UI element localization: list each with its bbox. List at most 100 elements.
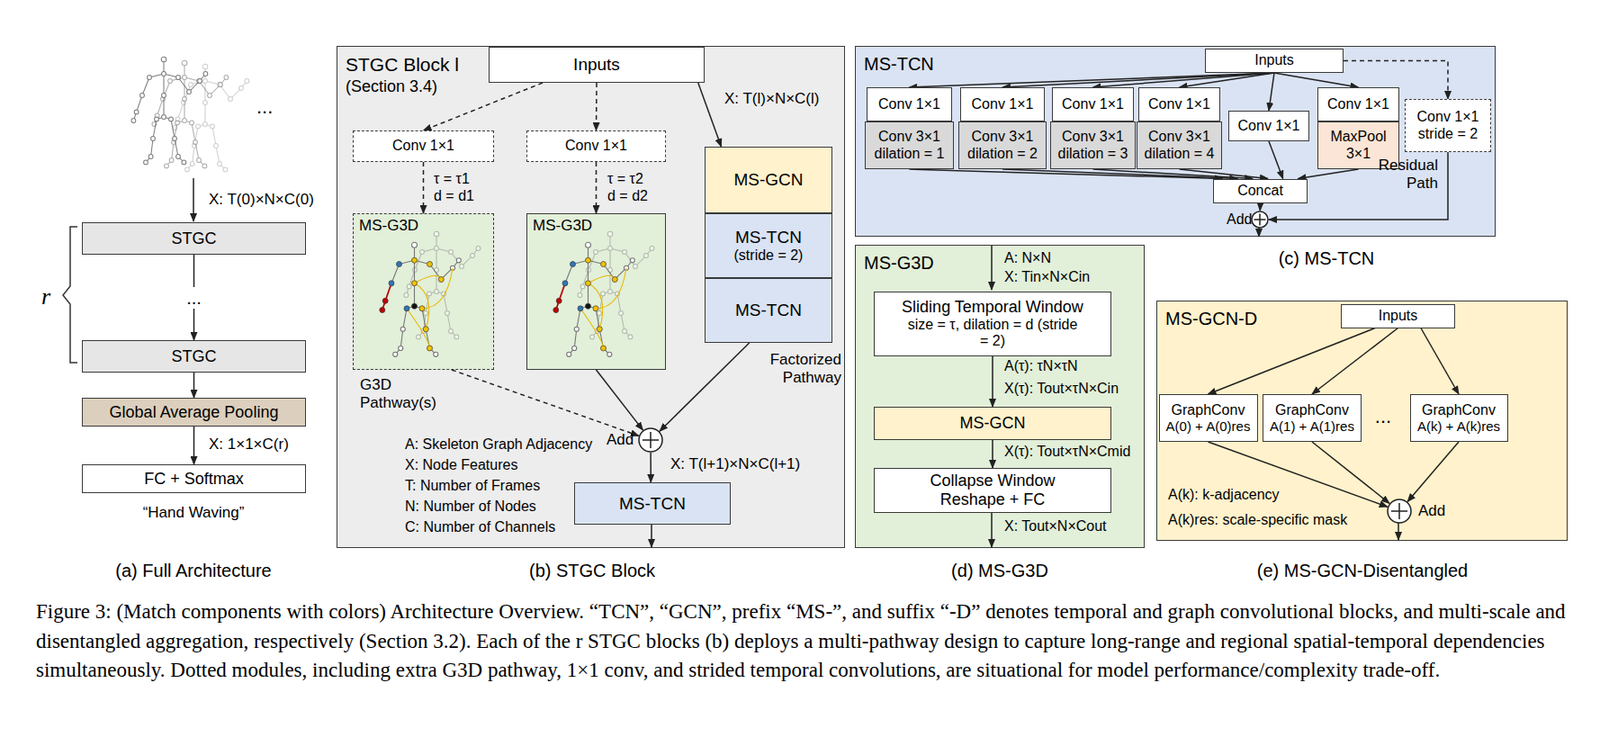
process-box: Conv 1×1 xyxy=(1138,87,1221,122)
process-box: MS-GCN xyxy=(704,146,833,214)
label: C: Number of Channels xyxy=(404,518,556,536)
add-symbol xyxy=(1386,498,1412,524)
process-box: MS-GCN xyxy=(873,406,1112,441)
connector xyxy=(193,372,196,398)
edge-label: ... xyxy=(183,287,205,309)
label: (a) Full Architecture xyxy=(115,559,271,582)
process-box: STGC xyxy=(81,340,306,373)
process-box: Conv 1×1 stride = 2 xyxy=(1404,98,1492,153)
process-box: GraphConvA(0) + A(0)res xyxy=(1159,394,1259,442)
drawing-part xyxy=(990,512,993,548)
label: Factorized Pathway xyxy=(751,350,842,388)
process-box: Conv 1×1 xyxy=(1228,110,1310,142)
node-text: Conv 1×1 xyxy=(565,137,628,154)
node-text: MS-G3D xyxy=(863,251,1136,275)
edge-label-text: ... xyxy=(186,287,202,309)
label-text: τ = τ2 xyxy=(607,170,644,188)
node-text: Conv 1×1 xyxy=(971,96,1034,113)
label: “Hand Waving” xyxy=(143,503,245,522)
label: N: Number of Nodes xyxy=(404,497,537,515)
node-text: Conv 1×1 xyxy=(392,137,455,154)
node-text: Add xyxy=(1226,210,1246,230)
node-text: MS-TCN xyxy=(619,494,686,514)
add-node: Add xyxy=(638,427,664,453)
node-text: Conv 1×1 xyxy=(1061,96,1124,113)
process-box: MS-TCN xyxy=(574,482,731,525)
process-box: GraphConvA(k) + A(k)res xyxy=(1410,394,1509,442)
node-text: Conv 3×1 dilation = 4 xyxy=(1141,128,1217,162)
node-text: Inputs xyxy=(1254,52,1295,69)
label: X: T(l)×N×C(l) xyxy=(724,89,819,108)
node-text: Inputs xyxy=(573,54,621,75)
node-text: Collapse Window Reshape + FC xyxy=(925,471,1061,509)
label-text: d = d2 xyxy=(607,187,648,205)
label-text: Factorized Pathway xyxy=(751,350,842,388)
process-box: Conv 1×1 xyxy=(1051,87,1134,122)
node-text: MS-TCN xyxy=(735,227,802,248)
process-box: Conv 3×1 dilation = 1 xyxy=(864,121,954,170)
label: X: Tout×N×Cout xyxy=(1004,517,1107,535)
label-text: X: Node Features xyxy=(404,456,518,474)
node-text: Sliding Temporal Window xyxy=(901,297,1084,317)
add-node: Add xyxy=(1386,498,1412,524)
label: X: T(0)×N×C(0) xyxy=(208,190,315,209)
panel: MS-GCN-DInputsGraphConvA(0) + A(0)resGra… xyxy=(1156,300,1568,541)
label: X(τ): Tout×τN×Cmid xyxy=(1004,442,1131,460)
process-box: Conv 1×1 xyxy=(960,87,1045,122)
node-text: Conv 3×1 dilation = 2 xyxy=(963,128,1042,162)
process-box: Conv 1×1 xyxy=(526,130,666,162)
node-text: A(k) + A(k)res xyxy=(1417,418,1501,434)
label-text: ... xyxy=(1375,404,1392,429)
node-text: (stride = 2) xyxy=(734,247,804,264)
label-text: X: T(l)×N×C(l) xyxy=(724,89,819,108)
connector xyxy=(991,356,994,407)
node-text: Add xyxy=(1418,501,1445,522)
label-text: G3D Pathway(s) xyxy=(359,376,443,414)
label: (e) MS-GCN-Disentangled xyxy=(1257,559,1469,582)
process-box: Concat xyxy=(1213,179,1308,204)
label: X: Node Features xyxy=(404,456,518,474)
caption: Figure 3: (Match components with colors)… xyxy=(35,597,1566,686)
label-text: (c) MS-TCN xyxy=(1278,247,1376,270)
label: X: T(l+1)×N×C(l+1) xyxy=(670,455,800,474)
process-box: Inputs xyxy=(1204,48,1344,73)
drawing-part xyxy=(990,245,993,290)
repeat-bracket xyxy=(62,226,78,363)
process-box: Conv 1×1 xyxy=(866,87,953,122)
label: A: N×N xyxy=(1004,249,1052,267)
node-text: MS-GCN xyxy=(733,170,803,190)
node-text: MS-GCN xyxy=(960,413,1026,433)
label: A(k)res: scale-specific mask xyxy=(1168,511,1348,529)
skeleton-sequence xyxy=(131,56,250,172)
node-text: MS-TCN xyxy=(863,52,1487,76)
label-text: A: Skeleton Graph Adjacency xyxy=(404,435,593,453)
node-text: GraphConv xyxy=(1421,402,1496,419)
process-box: Collapse Window Reshape + FC xyxy=(873,467,1112,513)
label: (c) MS-TCN xyxy=(1278,247,1376,270)
label: τ = τ1 xyxy=(433,170,470,188)
label-text: C: Number of Channels xyxy=(404,518,556,536)
node-text: size = τ, dilation = d (stride = 2) xyxy=(905,316,1081,351)
drawing-part xyxy=(1258,227,1260,237)
label-text: (e) MS-GCN-Disentangled xyxy=(1257,559,1469,582)
label-text: d = d1 xyxy=(433,187,475,205)
node-text: MS-TCN xyxy=(735,300,802,321)
label-text: (a) Full Architecture xyxy=(115,559,271,582)
node-text: MS-G3D xyxy=(532,216,660,235)
drawing-part xyxy=(650,523,653,548)
label: τ = τ2 xyxy=(607,170,644,188)
drawing-part xyxy=(131,56,208,165)
label: X: 1×1×C(r) xyxy=(208,435,289,454)
node-text: MS-G3D xyxy=(359,216,488,235)
process-box: GraphConvA(1) + A(1)res xyxy=(1262,394,1362,442)
label: ... xyxy=(256,95,273,119)
label-text: r xyxy=(41,282,51,311)
node-text: STGC xyxy=(170,229,216,249)
process-box: Conv 3×1 dilation = 2 xyxy=(958,121,1047,170)
label: A(τ): τN×τN xyxy=(1004,357,1079,375)
label: r xyxy=(41,282,51,311)
label-text: Residual Path xyxy=(1362,156,1439,194)
add-symbol xyxy=(1250,210,1269,229)
node-text: GraphConv xyxy=(1275,402,1349,419)
label-text: A: N×N xyxy=(1004,249,1052,267)
